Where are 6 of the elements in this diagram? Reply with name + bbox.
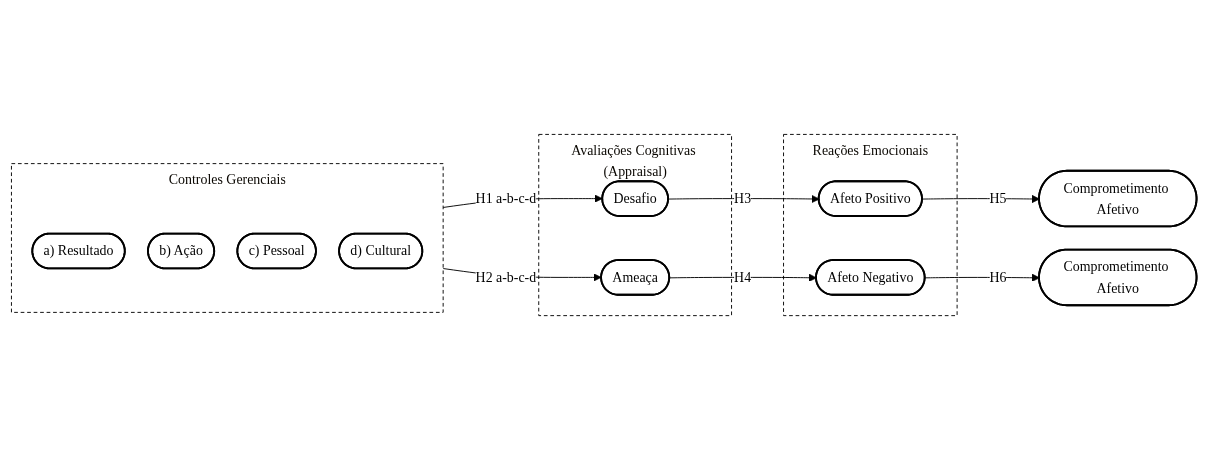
- edge-label: H6: [989, 269, 1007, 285]
- edge-label: H4: [733, 269, 751, 285]
- edge-label: H5: [989, 190, 1007, 206]
- edge-label: H3: [733, 190, 751, 206]
- edge-label: H2 a-b-c-d: [475, 269, 536, 285]
- edge-label: H1 a-b-c-d: [475, 190, 536, 206]
